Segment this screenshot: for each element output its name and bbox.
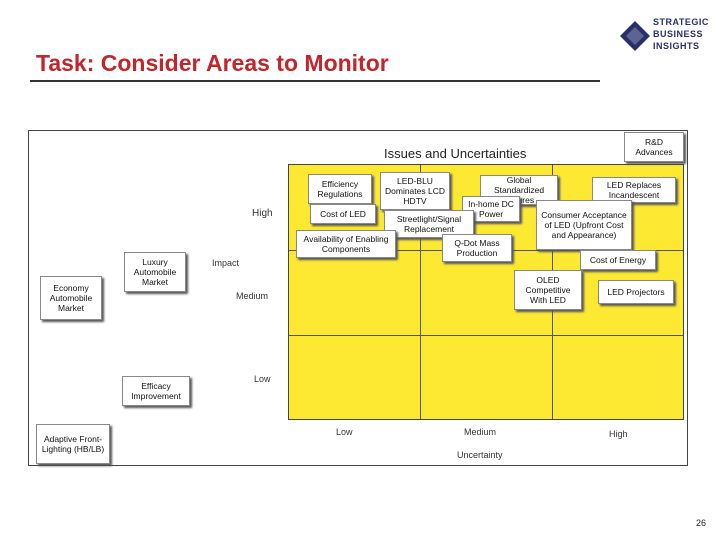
x-level-high: High xyxy=(609,429,628,439)
grid-line-horizontal xyxy=(289,335,683,336)
issue-box: OLED Competitive With LED xyxy=(514,270,582,310)
diagram-heading: Issues and Uncertainties xyxy=(384,146,527,161)
issue-box: Availability of Enabling Components xyxy=(296,230,396,258)
page-title: Task: Consider Areas to Monitor xyxy=(36,50,389,76)
issue-box: Consumer Acceptance of LED (Upfront Cost… xyxy=(536,200,632,250)
x-level-low: Low xyxy=(336,427,353,437)
y-level-high: High xyxy=(252,208,273,219)
issue-box: Efficacy Improvement xyxy=(122,376,190,406)
issue-box: Efficiency Regulations xyxy=(308,174,372,204)
issue-box: LED Projectors xyxy=(598,280,674,304)
diagram-frame xyxy=(28,130,688,466)
x-axis-label: Uncertainty xyxy=(457,450,503,460)
grid-line-vertical xyxy=(420,165,421,419)
diamond-logo-icon xyxy=(620,21,650,51)
issue-box: Economy Automobile Market xyxy=(40,276,102,320)
logo-line-1: STRATEGIC xyxy=(653,17,709,27)
logo-line-3: INSIGHTS xyxy=(653,41,700,51)
title-underline xyxy=(30,80,600,82)
issue-box: Cost of LED xyxy=(310,204,376,224)
y-level-medium: Medium xyxy=(236,291,269,301)
company-logo: STRATEGIC BUSINESS INSIGHTS xyxy=(620,15,710,65)
issue-box: Luxury Automobile Market xyxy=(124,252,186,292)
y-level-low: Low xyxy=(254,374,271,384)
y-axis-label: Impact xyxy=(212,258,240,268)
logo-line-2: BUSINESS xyxy=(653,29,704,39)
issue-box: R&D Advances xyxy=(624,132,684,162)
issue-box: Streetlight/Signal Replacement xyxy=(384,210,474,238)
issue-box: Adaptive Front-Lighting (HB/LB) xyxy=(36,424,110,464)
page-number: 26 xyxy=(696,518,707,528)
issue-box: Q-Dot Mass Production xyxy=(442,234,512,262)
issue-box: Cost of Energy xyxy=(580,250,656,270)
issue-box: LED-BLU Dominates LCD HDTV xyxy=(380,172,450,210)
x-level-medium: Medium xyxy=(464,427,497,437)
issue-box: LED Replaces Incandescent xyxy=(592,177,676,203)
